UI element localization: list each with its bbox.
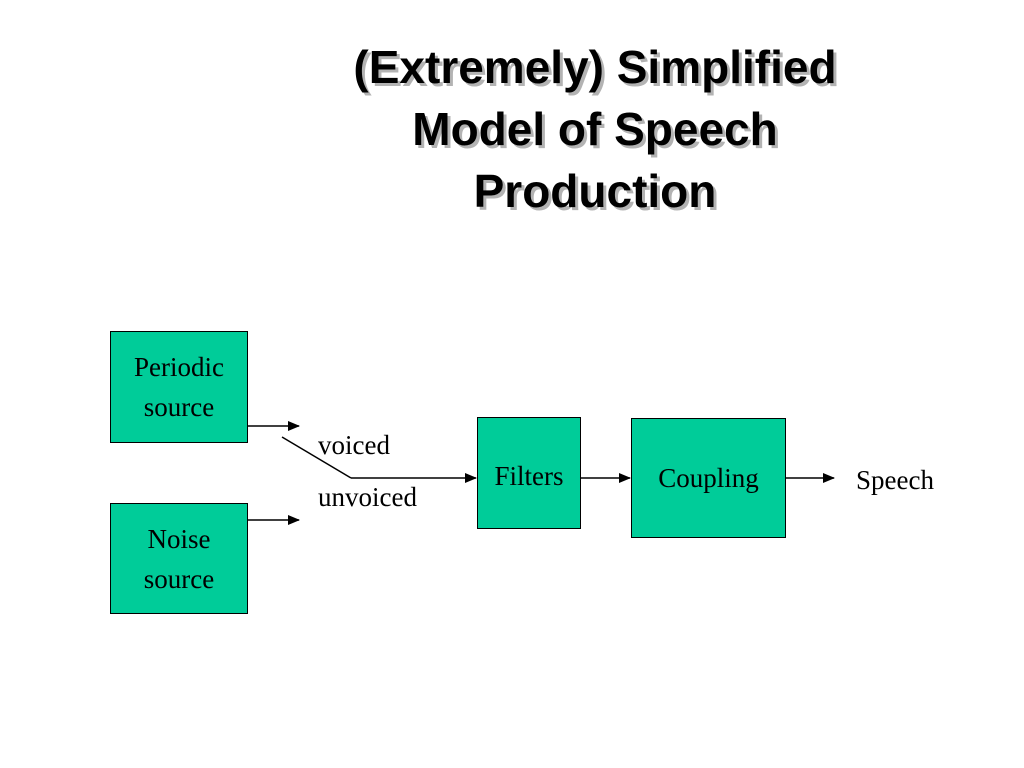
periodic-source-label-line-1: Periodic xyxy=(134,352,224,382)
noise-source-label-line-2: source xyxy=(143,563,215,594)
title-line-3: Production xyxy=(473,165,717,217)
slide-title: (Extremely) Simplified Model of Speech P… xyxy=(200,36,990,222)
speech-output-label: Speech xyxy=(856,465,934,495)
title-line-2: Model of Speech xyxy=(412,103,778,155)
filters-label: Filters xyxy=(494,461,564,491)
voiced-unvoiced-switch-lever xyxy=(281,436,352,479)
noise-source-box: Noise source xyxy=(110,503,248,614)
coupling-label: Coupling xyxy=(658,463,759,493)
title-line-1: (Extremely) Simplified xyxy=(353,41,837,93)
voiced-label: voiced xyxy=(318,430,390,460)
noise-source-label-line-1: Noise xyxy=(147,523,211,554)
unvoiced-label: unvoiced xyxy=(318,482,417,512)
periodic-source-label-line-2: source xyxy=(143,392,215,422)
coupling-box: Coupling xyxy=(631,418,786,538)
periodic-source-box: Periodic source xyxy=(110,331,248,443)
filters-box: Filters xyxy=(477,417,581,529)
